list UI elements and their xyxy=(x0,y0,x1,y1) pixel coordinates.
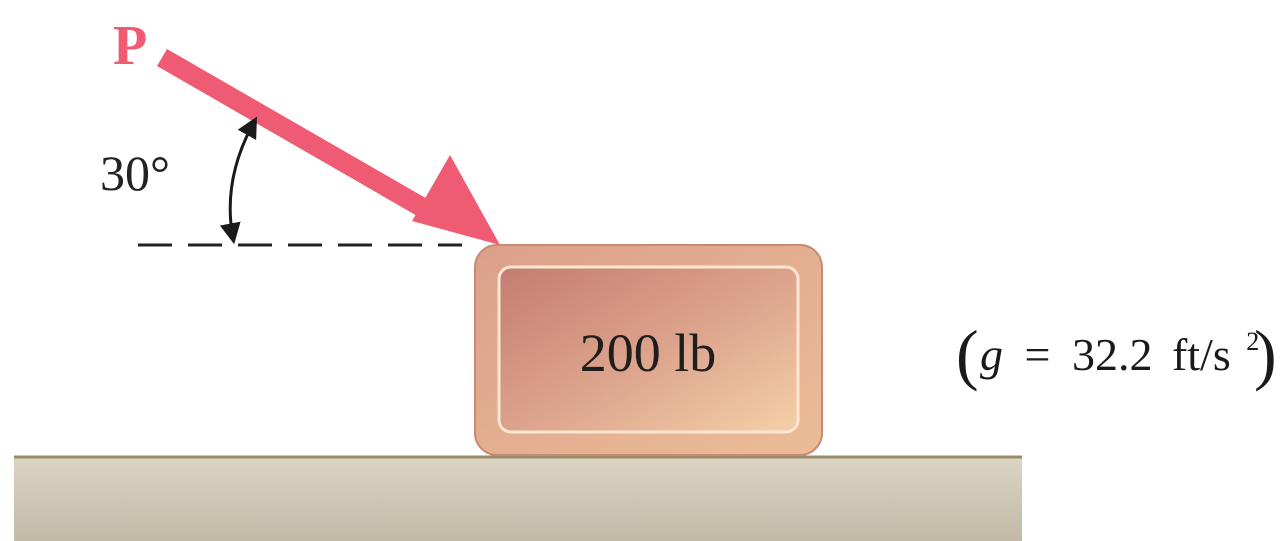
block-weight-label: 200 lb xyxy=(580,323,717,383)
gravity-open-paren: ( xyxy=(956,316,979,392)
force-arrow-shaft xyxy=(157,49,436,221)
block: 200 lb xyxy=(474,244,823,456)
force-label: P xyxy=(113,15,147,77)
gravity-close-paren: ) xyxy=(1254,316,1277,392)
angle-label: 30° xyxy=(100,145,170,201)
ground xyxy=(14,455,1022,541)
gravity-value: 32.2 xyxy=(1072,329,1153,380)
gravity-symbol: g xyxy=(980,329,1003,380)
block-inner xyxy=(497,265,800,434)
gravity-unit: ft/s xyxy=(1172,329,1231,380)
gravity-expression: g = 32.2 ft/s 2 xyxy=(980,327,1259,380)
gravity-unit-exponent: 2 xyxy=(1246,327,1259,356)
force-arrow xyxy=(157,49,500,245)
gravity-equals: = xyxy=(1025,329,1051,380)
gravity-note: ( g = 32.2 ft/s 2 ) xyxy=(956,316,1277,392)
force-arrow-head xyxy=(412,155,500,245)
ground-surface xyxy=(14,456,1022,541)
angle-arc xyxy=(219,116,258,245)
